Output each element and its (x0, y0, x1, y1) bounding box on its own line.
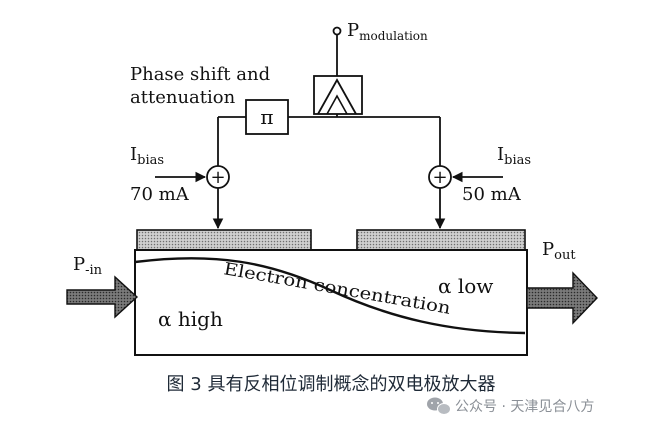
p-out-label: Pout (542, 239, 576, 263)
figure-caption: 图 3 具有反相位调制概念的双电极放大器 (167, 373, 496, 395)
alpha-low-label: α low (438, 274, 493, 298)
svg-text:+: + (210, 167, 225, 188)
watermark: 公众号 · 天津见合八方 (427, 397, 594, 415)
control-wiring (155, 114, 503, 230)
ibias-left-label: Ibias (130, 144, 164, 168)
alpha-high-label: α high (158, 307, 223, 331)
pi-symbol: π (260, 105, 273, 129)
amplifier-waveguide (134, 249, 528, 356)
arrow-right-icon (66, 275, 139, 319)
wechat-icon (427, 397, 451, 415)
modulation-terminal (332, 26, 342, 76)
electron-concentration-curve (134, 257, 526, 335)
input-arrow (66, 275, 139, 319)
open-circle-terminal-icon (332, 26, 342, 36)
circle-plus-icon (206, 165, 230, 189)
summing-junction-left: + (206, 165, 230, 189)
current-right-label: 50 mA (462, 184, 522, 205)
chevron-up-box-icon (317, 78, 357, 115)
arrow-right-icon (526, 271, 598, 325)
p-modulation-label: Pmodulation (347, 20, 428, 43)
output-arrow (526, 271, 598, 325)
modulator-block (313, 75, 363, 115)
current-left-label: 70 mA (130, 184, 190, 205)
circle-plus-icon (428, 165, 452, 189)
phase-shift-label-line1: Phase shift and (130, 64, 270, 85)
svg-text:+: + (432, 167, 447, 188)
p-in-label: P-in (73, 254, 103, 278)
summing-junction-right: + (428, 165, 452, 189)
electrode-right (356, 229, 526, 251)
electrode-left (136, 229, 312, 251)
ibias-right-label: Ibias (497, 144, 531, 168)
phase-shift-label-line2: attenuation (130, 87, 236, 108)
svg-text:公众号 · 天津见合八方: 公众号 · 天津见合八方 (455, 399, 594, 415)
